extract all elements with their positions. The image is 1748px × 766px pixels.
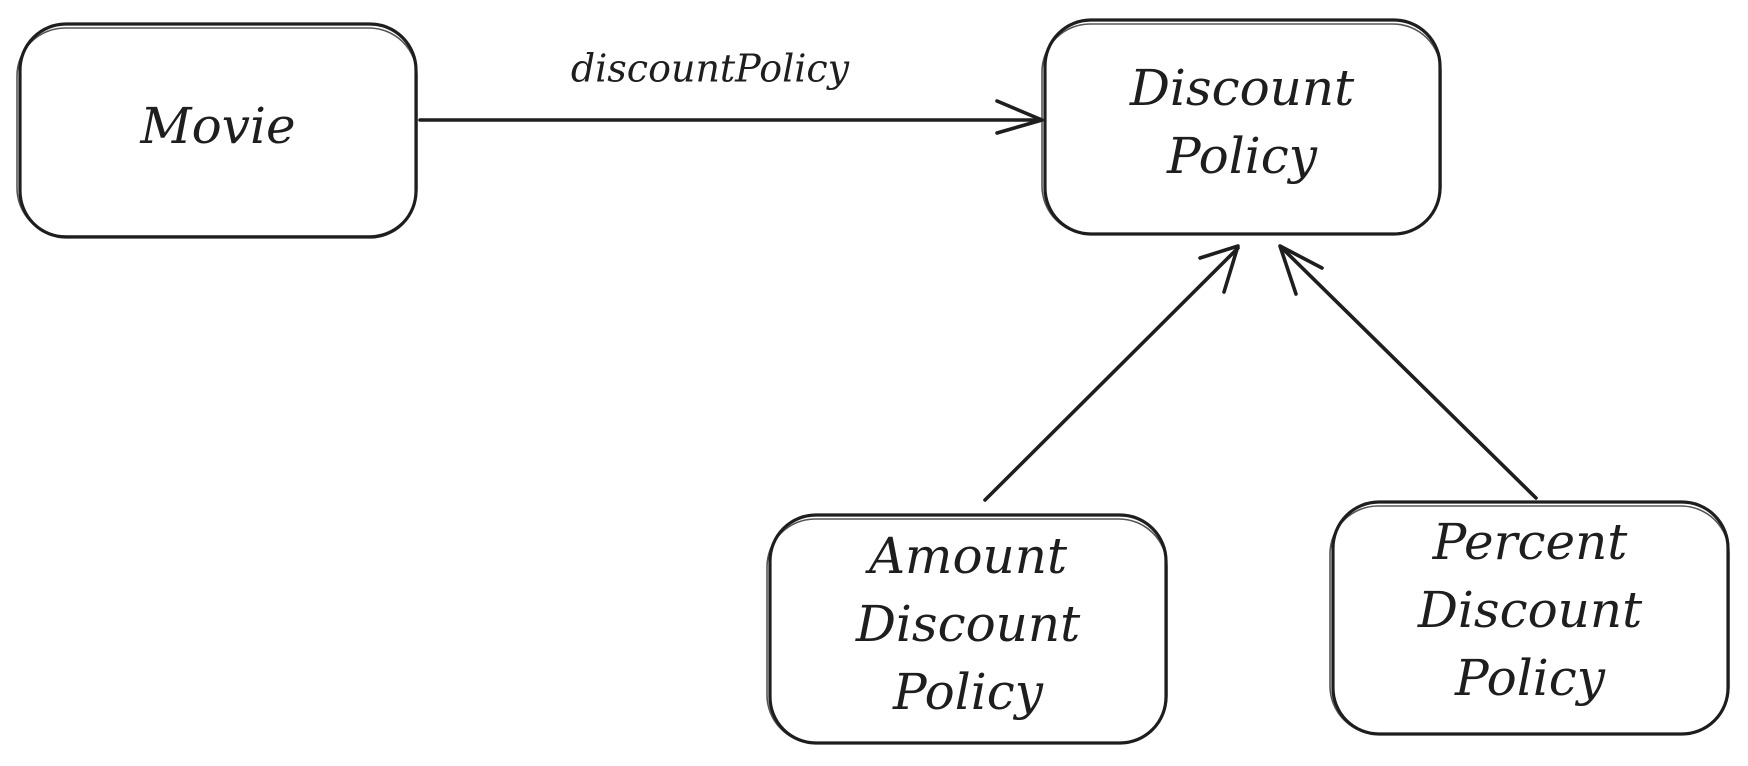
edge-amount-to-discount-policy [983,244,1240,502]
edge-movie-to-discount-policy: discountPolicy [418,47,1044,135]
class-node-discount-policy[interactable]: Discount Policy [1041,18,1442,236]
class-node-percent-discount-policy[interactable]: Percent Discount Policy [1329,500,1730,736]
node-box-sketch [1041,23,1442,235]
class-node-movie[interactable]: Movie [16,22,418,239]
generalization-line [1280,246,1538,500]
node-label-line: Policy [1166,127,1318,185]
arrow-head [1278,244,1324,296]
node-label-line: Discount [855,595,1081,653]
edge-percent-to-discount-policy [1278,244,1538,500]
node-label-line: Percent [1432,513,1629,571]
node-label-line: Policy [1454,649,1606,707]
arrow-head [995,99,1044,135]
edge-label-discount-policy: discountPolicy [571,47,850,91]
node-label-line: Discount [1417,581,1643,639]
node-box-sketch [16,27,418,237]
class-node-amount-discount-policy[interactable]: Amount Discount Policy [766,513,1168,745]
node-label-line: Discount [1129,59,1355,117]
node-box-sketch [1329,505,1730,735]
node-label-line: Policy [892,663,1044,721]
generalization-line [983,246,1240,502]
node-label-line: Movie [139,97,295,155]
node-label-line: Amount [865,527,1068,585]
arrow-head [1198,244,1240,294]
node-box-sketch [766,518,1168,744]
node-box [18,22,418,239]
